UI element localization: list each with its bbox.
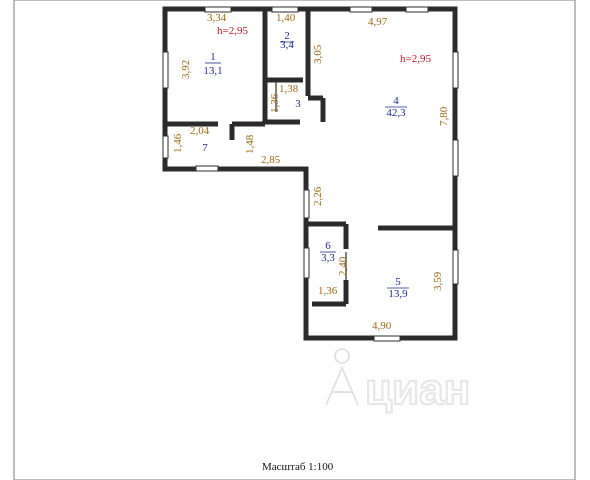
scale-label: Масштаб 1:100: [262, 461, 334, 473]
room-6-area: 3,3: [321, 252, 335, 264]
watermark-logo-icon: [334, 348, 350, 364]
room-5-number: 5: [395, 276, 401, 288]
room-7-number: 7: [202, 142, 208, 154]
room-6-number: 6: [325, 240, 331, 252]
room-2-area: 3,4: [280, 39, 294, 51]
dim-4-90: 4,90: [372, 320, 392, 332]
dim-1-36-vert: 1,36: [269, 93, 281, 113]
dim-1-48: 1,48: [244, 134, 256, 154]
room-4-number: 4: [393, 95, 399, 107]
dim-2-40: 2,40: [337, 256, 349, 276]
room-1-number: 1: [210, 51, 216, 63]
dim-1-36-horiz: 1,36: [318, 285, 338, 297]
room-1-area: 13,1: [203, 65, 222, 77]
dim-2-85: 2,85: [261, 154, 281, 166]
watermark-text: циан: [365, 365, 470, 414]
outer-wall: [162, 6, 458, 341]
dim-7-80: 7,80: [438, 106, 450, 126]
room-4-area: 42,3: [386, 107, 406, 119]
dim-3-92: 3,92: [180, 60, 192, 79]
dim-2-04: 2,04: [190, 125, 210, 137]
watermark: циан: [325, 348, 471, 415]
ceiling-height-right: h=2,95: [400, 53, 431, 65]
dim-4-97: 4,97: [368, 16, 388, 28]
dim-1-38: 1,38: [279, 83, 299, 95]
dim-1-40: 1,40: [276, 12, 296, 24]
room-5-area: 13,9: [388, 288, 408, 300]
dim-3-59: 3,59: [432, 271, 444, 291]
room-2-number: 2: [284, 30, 290, 42]
ceiling-height-left: h=2,95: [217, 25, 248, 37]
dim-3-05: 3,05: [312, 44, 324, 64]
windows: [162, 6, 459, 342]
dim-1-46: 1,46: [172, 133, 184, 153]
dim-2-26: 2,26: [312, 186, 324, 206]
room-3-number: 3: [295, 98, 301, 110]
page-frame: [13, 0, 576, 480]
dim-3-34: 3,34: [207, 12, 227, 24]
